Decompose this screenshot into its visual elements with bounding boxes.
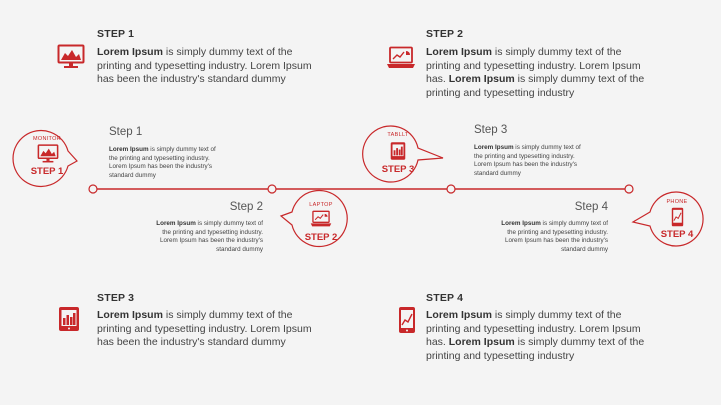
- bubble-4-step: STEP 4: [660, 229, 694, 240]
- timeline-dot-2: [267, 184, 277, 194]
- timeline-step-3-title: Step 3: [474, 124, 508, 136]
- phone-icon: [671, 207, 684, 227]
- timeline-dot-4: [624, 184, 634, 194]
- timeline-step-4-text: Lorem Ipsum is simply dummy text of the …: [501, 220, 608, 253]
- tablet-icon: [390, 142, 406, 160]
- timeline-step-3-text: Lorem Ipsum is simply dummy text of the …: [474, 144, 581, 177]
- timeline-step-4-title: Step 4: [574, 201, 608, 213]
- timeline-step-2-text: Lorem Ipsum is simply dummy text of the …: [156, 220, 263, 253]
- bubble-3-step: STEP 3: [381, 164, 415, 175]
- tablet-chart-icon: [59, 307, 79, 331]
- monitor-icon: [37, 144, 59, 163]
- bubble-2-outline: [279, 189, 348, 248]
- phone-chart-icon: [399, 307, 415, 333]
- bubble-3-label: TABLLT: [387, 132, 409, 138]
- bubble-4-label: PHONE: [666, 199, 688, 205]
- bubble-1-label: MONITOR: [33, 136, 61, 142]
- timeline-step-1-title: Step 1: [109, 126, 143, 138]
- bubble-4-outline: [631, 191, 704, 247]
- bottom-step-4-text: Lorem Ipsum is simply dummy text of the …: [426, 309, 645, 362]
- monitor-chart-icon: [57, 44, 85, 68]
- bubble-1-step: STEP 1: [30, 166, 64, 177]
- bottom-step-4-title: STEP 4: [426, 292, 464, 304]
- timeline-dot-3: [446, 184, 456, 194]
- bottom-step-3-title: STEP 3: [97, 292, 135, 304]
- timeline-step-2-title: Step 2: [229, 201, 263, 213]
- top-step-1-text: Lorem Ipsum is simply dummy text of the …: [97, 46, 312, 85]
- timeline-step-1-text: Lorem Ipsum is simply dummy text of the …: [109, 146, 216, 179]
- top-step-1-title: STEP 1: [97, 28, 135, 40]
- laptop-icon: [310, 210, 332, 227]
- bubble-2-step: STEP 2: [304, 232, 338, 243]
- laptop-chart-icon: [387, 46, 415, 68]
- top-step-2-title: STEP 2: [426, 28, 464, 40]
- timeline-dot-1: [88, 184, 98, 194]
- bubble-2-label: LAPTOP: [309, 202, 333, 208]
- top-step-2-text: Lorem Ipsum is simply dummy text of the …: [426, 46, 645, 99]
- bottom-step-3-text: Lorem Ipsum is simply dummy text of the …: [97, 309, 312, 348]
